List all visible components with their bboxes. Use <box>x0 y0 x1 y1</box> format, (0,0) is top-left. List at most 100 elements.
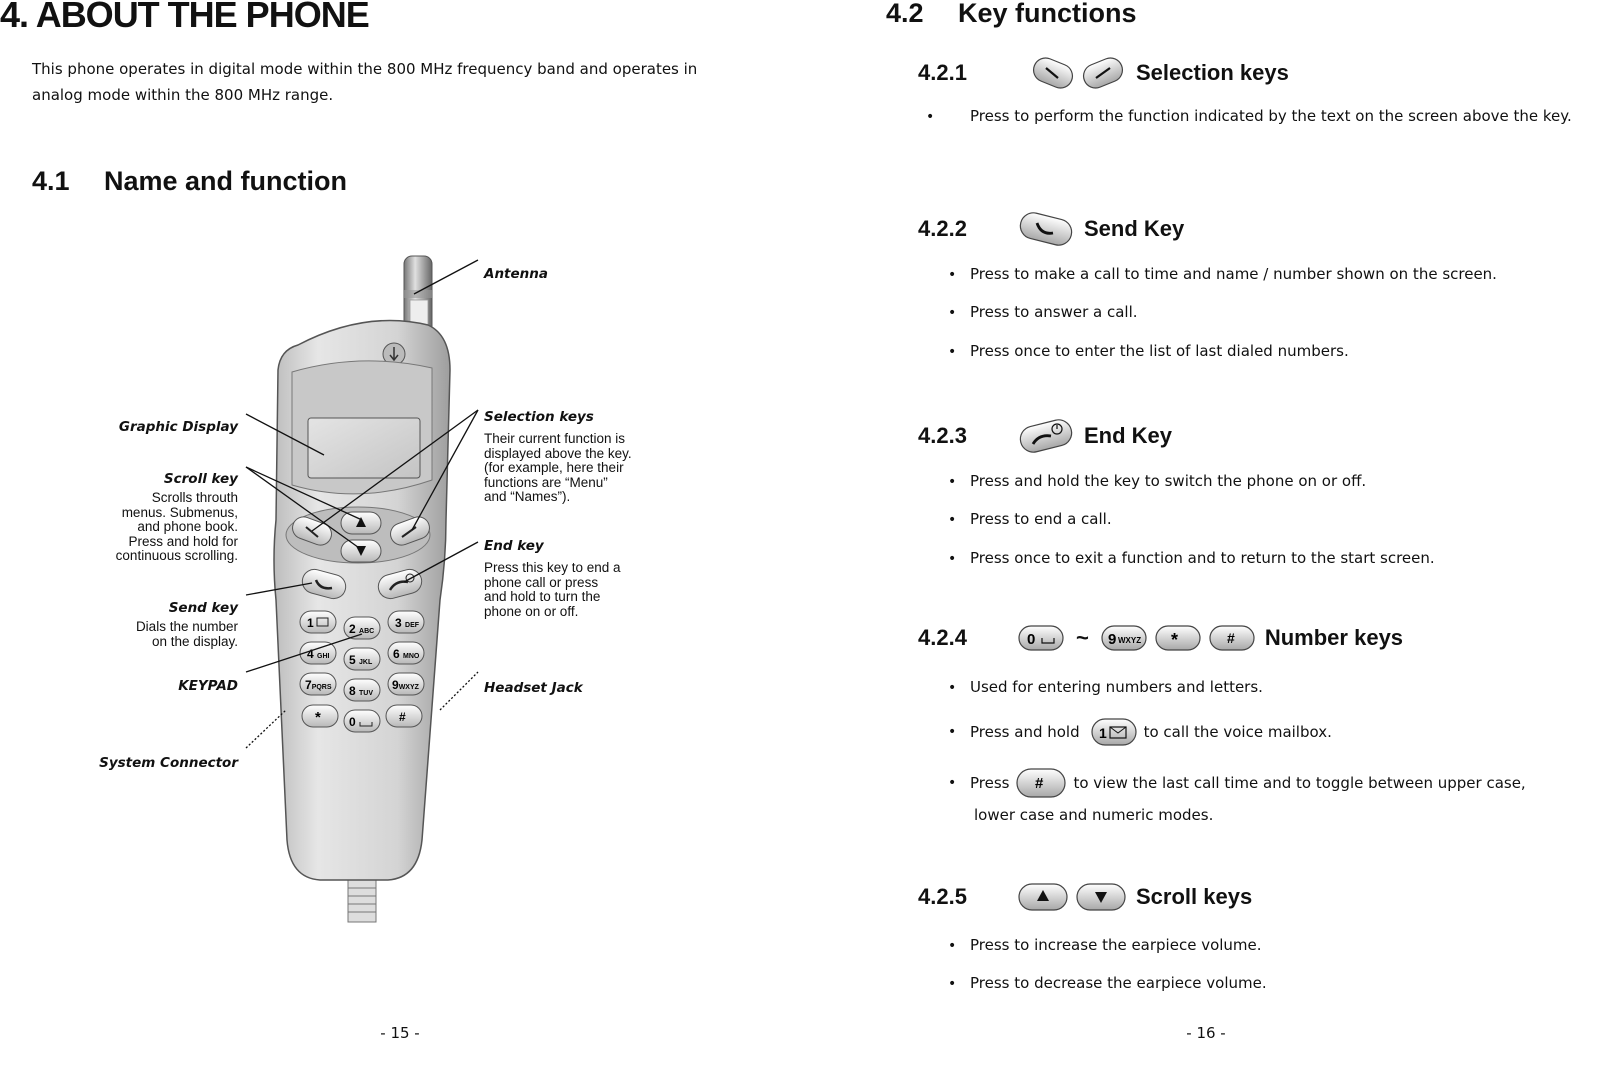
label-keypad: KEYPAD <box>178 678 238 694</box>
section-number: 4.1 <box>32 166 70 196</box>
page-number-left: - 15 - <box>380 1024 420 1042</box>
bullet-item: •Press to end a call. <box>948 510 1112 528</box>
keypad-key[interactable]: 3 DEF <box>387 610 425 634</box>
keypad-key[interactable]: 5 JKL <box>343 647 381 671</box>
label-headset-jack: Headset Jack <box>484 680 583 696</box>
page-number-right: - 16 - <box>1186 1024 1226 1042</box>
callout-lines <box>245 259 479 673</box>
zero-key-icon: 0 <box>1018 625 1064 651</box>
right-page: 4.2 Key functions 4.2.1 Selection keys •P… <box>804 0 1608 1068</box>
svg-text:3 DEF: 3 DEF <box>395 616 420 630</box>
bullet-item: •Press once to exit a function and to re… <box>948 549 1435 567</box>
subsection-number: 4.2.5 <box>918 884 967 909</box>
right-selection-key-icon <box>1082 57 1124 89</box>
end-key-description: Press this key to end a phone call or pr… <box>484 560 621 619</box>
subsection-4-2-3: 4.2.3 End Key <box>918 413 1172 459</box>
keypad: 1 2 ABC 3 DEF 4 GHI 5 JKL 6 MNO 7PQRS 8 … <box>299 610 425 733</box>
label-send-key: Send key <box>168 600 238 616</box>
svg-text:9: 9 <box>1108 631 1116 648</box>
svg-text:#: # <box>1035 775 1044 792</box>
bullet-item: •Press once to enter the list of last di… <box>948 342 1349 360</box>
subsection-title: Send Key <box>1084 216 1185 241</box>
keypad-key[interactable]: 4 GHI <box>299 641 337 665</box>
keypad-key[interactable]: 7PQRS <box>299 672 337 696</box>
intro-paragraph: This phone operates in digital mode with… <box>32 60 698 104</box>
svg-text:6 MNO: 6 MNO <box>393 647 420 661</box>
svg-text:9WXYZ: 9WXYZ <box>392 678 420 692</box>
bullet-continuation: lower case and numeric modes. <box>974 806 1214 824</box>
subsection-number: 4.2.4 <box>918 625 967 650</box>
svg-text:#: # <box>399 710 406 724</box>
keypad-key[interactable]: 1 <box>299 610 337 634</box>
left-page: 4. ABOUT THE PHONE This phone operates i… <box>0 0 800 1068</box>
label-graphic-display: Graphic Display <box>118 419 238 435</box>
scroll-up-key-icon <box>1018 883 1068 911</box>
svg-text:8 TUV: 8 TUV <box>349 684 373 698</box>
screen <box>307 417 421 479</box>
subsection-4-2-5: 4.2.5 Scroll keys <box>918 874 1252 920</box>
phone-diagram: 1 2 ABC 3 DEF 4 GHI 5 JKL 6 MNO 7PQRS 8 … <box>245 255 479 923</box>
scroll-key-description: Scrolls throuth menus. Submenus, and pho… <box>115 490 238 564</box>
svg-text:2 ABC: 2 ABC <box>349 622 374 636</box>
keypad-key[interactable]: 9WXYZ <box>387 672 425 696</box>
dotted-callouts <box>245 671 479 749</box>
svg-text:1: 1 <box>307 616 314 630</box>
label-antenna: Antenna <box>484 266 548 282</box>
selection-keys-description: Their current function is displayed abov… <box>484 431 632 505</box>
label-system-connector: System Connector <box>99 755 238 771</box>
label-end-key: End key <box>484 538 544 554</box>
section-heading-4-2: 4.2 Key functions <box>886 0 1137 29</box>
section-number: 4.2 <box>886 0 924 28</box>
label-selection-keys: Selection keys <box>484 409 594 425</box>
bullet-item: •Used for entering numbers and letters. <box>948 678 1263 696</box>
bullet-item: •Press and hold 1 to call the voice mail… <box>948 710 1332 754</box>
section-title: Name and function <box>104 166 348 196</box>
left-selection-key-icon <box>1032 57 1074 89</box>
subsection-title: End Key <box>1084 423 1173 448</box>
bullet-item: •Press and hold the key to switch the ph… <box>948 472 1367 490</box>
subsection-title: Selection keys <box>1136 60 1289 85</box>
keypad-key[interactable]: # <box>385 704 423 728</box>
hash-key-icon: # <box>1209 625 1255 651</box>
svg-text:0: 0 <box>1027 631 1035 648</box>
subsection-number: 4.2.3 <box>918 423 967 448</box>
subsection-title: Number keys <box>1264 625 1404 650</box>
keypad-key[interactable]: 0 <box>343 709 381 733</box>
keypad-key[interactable]: 6 MNO <box>387 641 425 665</box>
hash-key-icon: # <box>1016 768 1067 798</box>
section-heading-4-1: 4.1 Name and function <box>32 166 347 197</box>
svg-text:*: * <box>1171 630 1178 650</box>
end-key-icon <box>1019 419 1073 453</box>
svg-text:4 GHI: 4 GHI <box>307 647 330 661</box>
svg-text:#: # <box>1227 630 1235 646</box>
bullet-item: •Press # to view the last call time and … <box>948 760 1526 806</box>
range-tilde: ~ <box>1076 625 1089 650</box>
bullet-item: •Press to increase the earpiece volume. <box>948 936 1262 954</box>
keypad-key[interactable]: 2 ABC <box>343 616 381 640</box>
scroll-down-key-icon <box>1076 883 1126 911</box>
section-title: Key functions <box>958 0 1137 28</box>
svg-text:0: 0 <box>349 715 356 729</box>
subsection-number: 4.2.2 <box>918 216 967 241</box>
bullet-item: •Press to answer a call. <box>948 303 1138 321</box>
subsection-4-2-1: 4.2.1 Selection keys <box>918 50 1289 96</box>
subsection-number: 4.2.1 <box>918 60 967 85</box>
svg-text:*: * <box>315 709 321 726</box>
svg-text:5 JKL: 5 JKL <box>349 653 373 667</box>
bullet-item: •Press to decrease the earpiece volume. <box>948 974 1267 992</box>
star-key-icon: * <box>1155 625 1201 651</box>
bullet-item: •Press to make a call to time and name /… <box>948 265 1497 283</box>
subsection-4-2-2: 4.2.2 Send Key <box>918 206 1184 252</box>
svg-text:WXYZ: WXYZ <box>1118 636 1141 645</box>
svg-text:7PQRS: 7PQRS <box>305 678 332 692</box>
chapter-title: 4. ABOUT THE PHONE <box>0 0 370 35</box>
bullet-item: •Press to perform the function indicated… <box>926 107 1572 125</box>
keypad-key[interactable]: 8 TUV <box>343 678 381 702</box>
keypad-key[interactable]: * <box>301 704 339 728</box>
label-scroll-key: Scroll key <box>163 471 238 487</box>
svg-text:1: 1 <box>1099 725 1107 741</box>
send-key-icon <box>1019 212 1073 246</box>
one-key-icon: 1 <box>1091 718 1137 746</box>
